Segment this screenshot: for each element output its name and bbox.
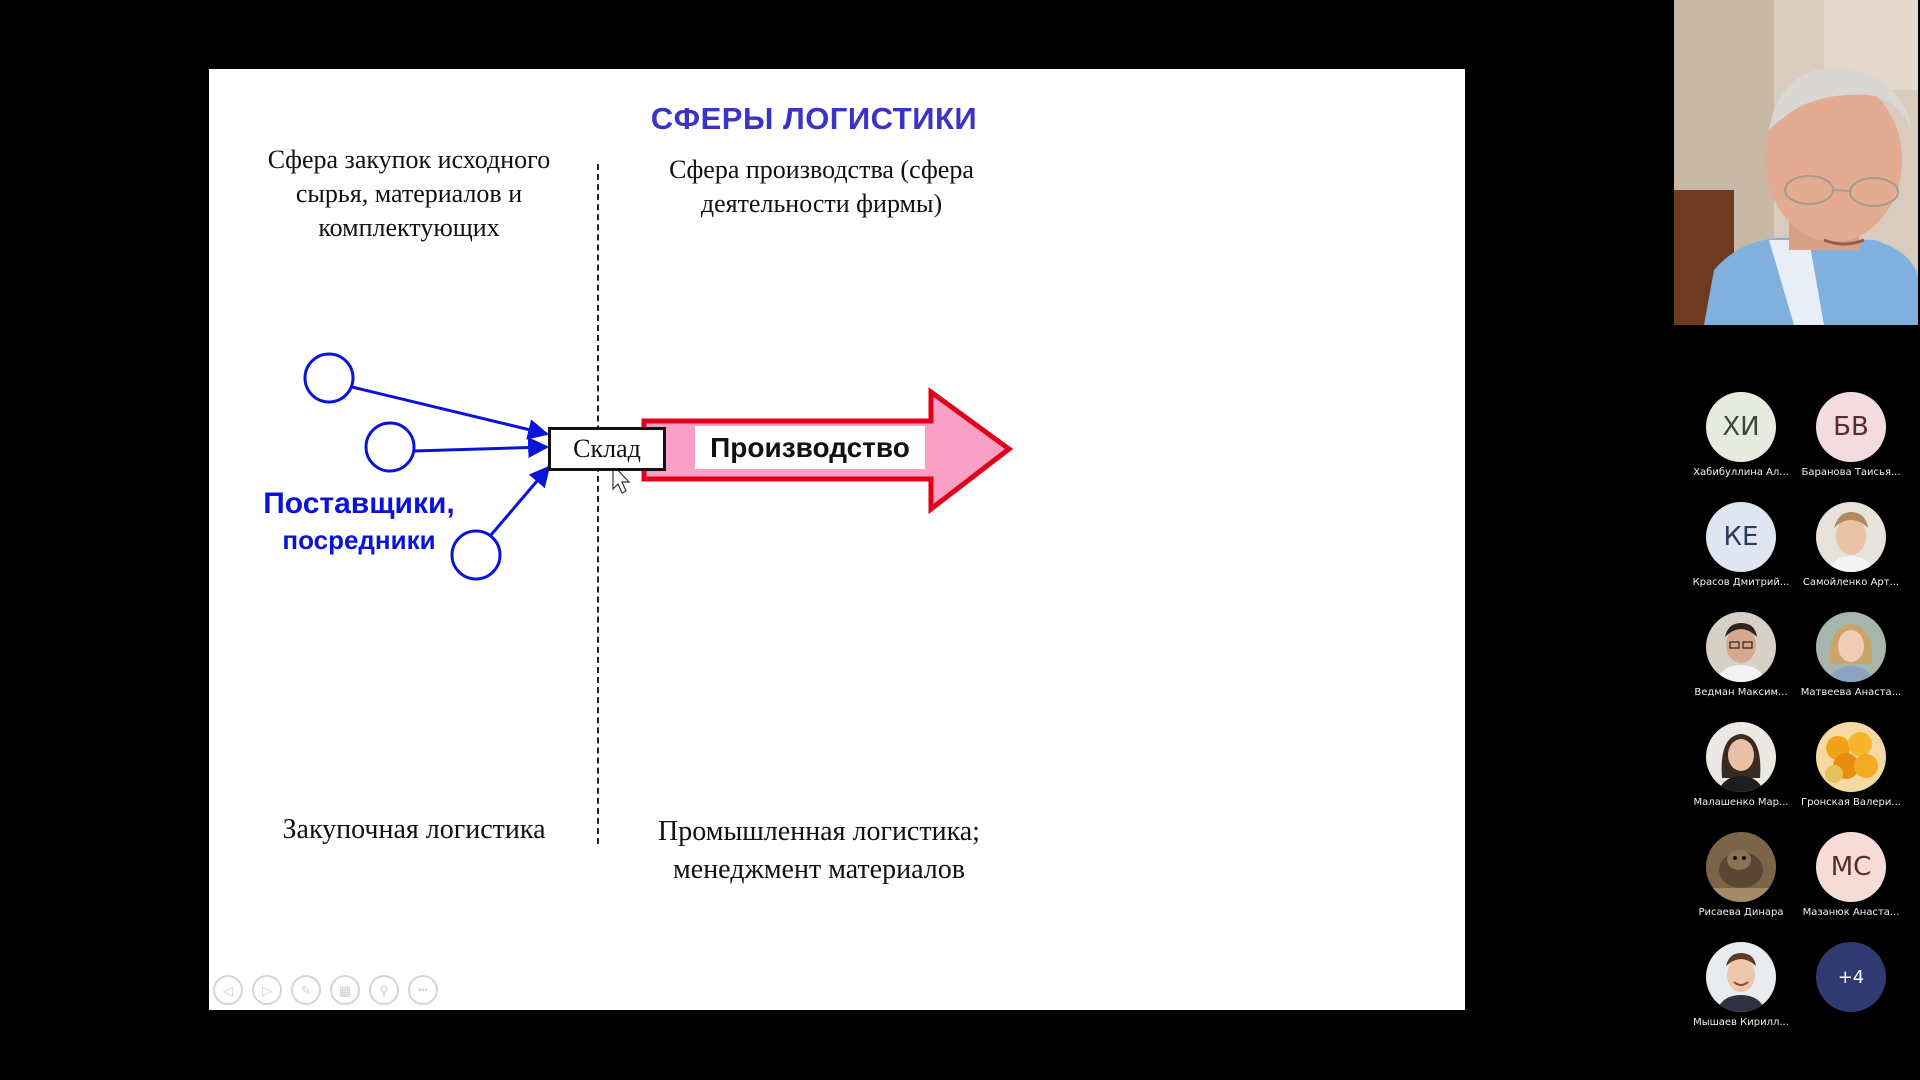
participant-tile[interactable]: Гронская Валери...: [1797, 722, 1905, 822]
pen-icon[interactable]: ✎: [291, 975, 321, 1005]
participant-tile[interactable]: Малашенко Мар...: [1687, 722, 1795, 822]
speaker-video-frame: [1674, 0, 1918, 325]
supply-line-3: [489, 465, 551, 536]
supplier-circle-1: [303, 352, 355, 404]
participant-tile[interactable]: Мышаев Кирилл...: [1687, 942, 1795, 1042]
avatar-photo: [1816, 722, 1886, 792]
industrial-logistics-label: Промышленная логистика; менеджмент матер…: [658, 816, 980, 885]
avatar-photo: [1706, 612, 1776, 682]
slide-title: СФЕРЫ ЛОГИСТИКИ: [650, 101, 978, 136]
more-icon[interactable]: •••: [408, 975, 438, 1005]
avatar: МС: [1816, 832, 1886, 902]
participant-tile[interactable]: ХИ Хабибуллина Ал...: [1687, 392, 1795, 492]
avatar: ХИ: [1706, 392, 1776, 462]
avatar: КЕ: [1706, 502, 1776, 572]
avatar-photo: [1706, 942, 1776, 1012]
participant-name: Самойленко Арт...: [1802, 577, 1900, 588]
participant-name: Рисаева Динара: [1698, 907, 1784, 918]
participant-tile[interactable]: Ведман Максим...: [1687, 612, 1795, 712]
production-sphere-heading: Сфера производства (сфера деятельности ф…: [669, 155, 974, 218]
participant-name: Ведман Максим...: [1694, 687, 1788, 698]
procurement-sphere-heading: Сфера закупок исходного сырья, материало…: [267, 145, 551, 242]
production-label: Производство: [695, 426, 925, 469]
suppliers-label-line2: посредники: [282, 525, 436, 555]
mouse-cursor-icon: [612, 463, 631, 494]
supply-line-2: [413, 437, 550, 459]
participant-tile[interactable]: Самойленко Арт...: [1797, 502, 1905, 602]
supplier-circle-3: [450, 529, 502, 581]
zoom-icon[interactable]: ⚲: [369, 975, 399, 1005]
participant-tile[interactable]: Матвеева Анаста...: [1797, 612, 1905, 712]
procurement-logistics-label: Закупочная логистика: [282, 814, 546, 845]
more-participants-tile[interactable]: +4: [1797, 942, 1905, 1042]
sphere-divider: [597, 164, 599, 844]
avatar-photo: [1816, 502, 1886, 572]
participant-tile[interactable]: КЕ Красов Дмитрий...: [1687, 502, 1795, 602]
participant-name: Малашенко Мар...: [1693, 797, 1789, 808]
participant-name: Мышаев Кирилл...: [1693, 1017, 1789, 1028]
participant-name: Красов Дмитрий...: [1692, 577, 1790, 588]
avatar-photo: [1706, 832, 1776, 902]
participant-name: Хабибуллина Ал...: [1693, 467, 1789, 478]
participant-name: Баранова Таисья...: [1801, 467, 1901, 478]
avatar-photo: [1816, 612, 1886, 682]
participant-tile[interactable]: БВ Баранова Таисья...: [1797, 392, 1905, 492]
participant-tile[interactable]: МС Мазанюк Анаста...: [1797, 832, 1905, 932]
participant-tile[interactable]: Рисаева Динара: [1687, 832, 1795, 932]
avatar: БВ: [1816, 392, 1886, 462]
slides-grid-icon[interactable]: ▦: [330, 975, 360, 1005]
previous-icon[interactable]: ◁: [213, 975, 243, 1005]
avatar-photo: [1706, 722, 1776, 792]
shared-slide[interactable]: СФЕРЫ ЛОГИСТИКИ Сфера закупок исходного …: [209, 69, 1465, 1010]
participant-name: Мазанюк Анаста...: [1802, 907, 1900, 918]
supplier-circle-2: [364, 421, 416, 473]
warehouse-box: Склад: [548, 427, 666, 471]
supply-line-1: [351, 385, 550, 440]
participant-name: Гронская Валери...: [1801, 797, 1901, 808]
more-participants-badge[interactable]: +4: [1816, 942, 1886, 1012]
slide-controls: ◁ ▷ ✎ ▦ ⚲ •••: [213, 975, 438, 1007]
suppliers-label-line1: Поставщики,: [263, 487, 455, 520]
next-icon[interactable]: ▷: [252, 975, 282, 1005]
participant-name: Матвеева Анаста...: [1800, 687, 1902, 698]
speaker-video[interactable]: [1674, 0, 1918, 325]
